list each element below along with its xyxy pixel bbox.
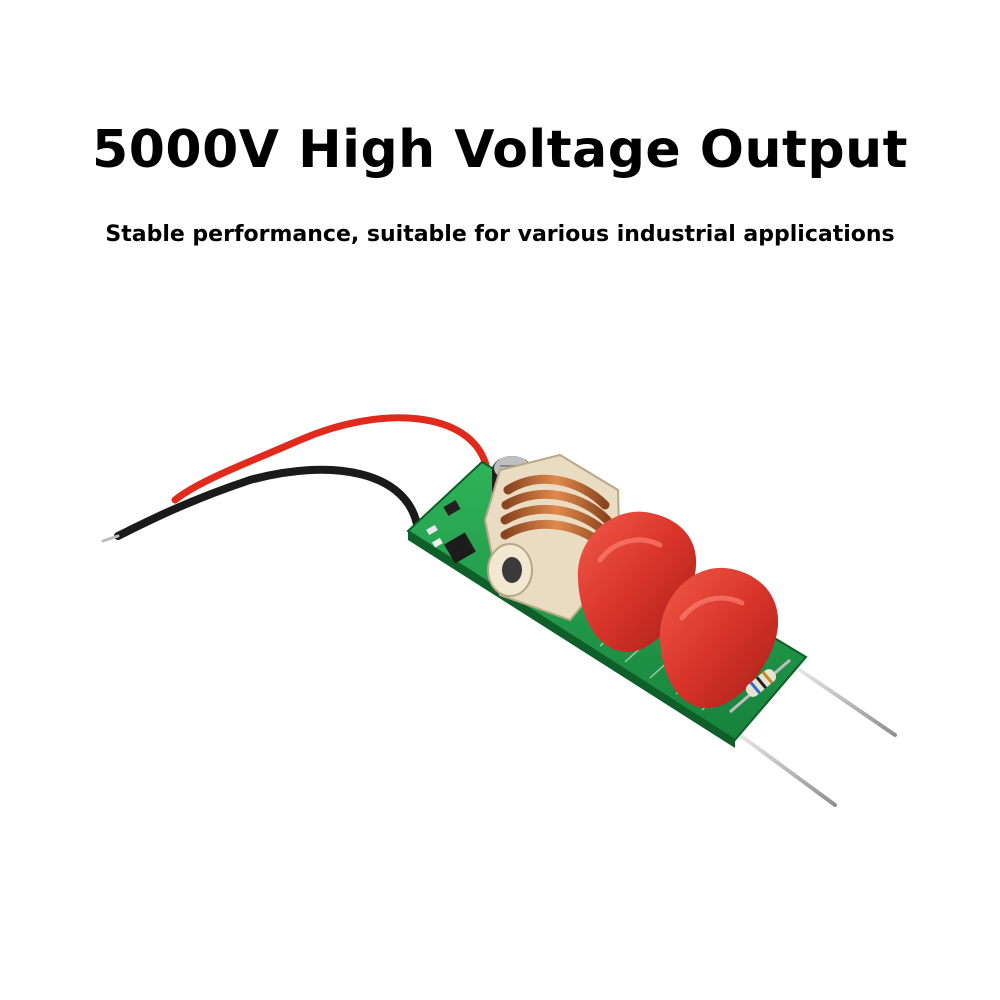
smd-diode [432, 537, 443, 548]
black-wire [114, 465, 422, 540]
output-pin-upper [798, 668, 897, 737]
ic-chip [443, 500, 461, 516]
film-capacitor-2 [659, 567, 779, 709]
axial-resistor [729, 658, 791, 714]
red-wire [171, 414, 490, 504]
smd-resistor [426, 524, 438, 536]
mosfet-chip [444, 532, 476, 564]
subheadline: Stable performance, suitable for various… [105, 222, 895, 247]
pcb-edge [408, 531, 735, 748]
output-pin-lower [738, 733, 837, 807]
headline: 5000V High Voltage Output [92, 120, 908, 180]
wire-tip [101, 534, 120, 543]
